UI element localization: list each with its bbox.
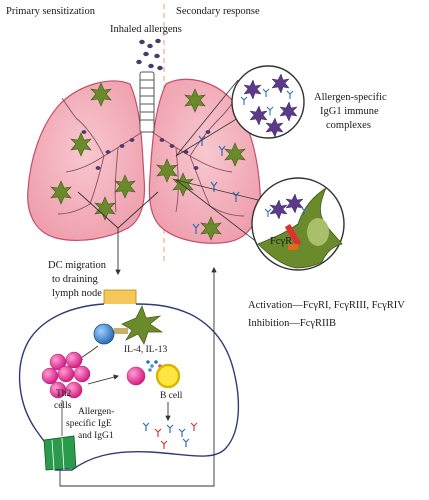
lung-dendritic-cells bbox=[50, 82, 246, 241]
ige-label-3: and IgG1 bbox=[78, 431, 114, 441]
fcr-nucleus bbox=[307, 218, 329, 246]
callout-lines bbox=[175, 79, 263, 247]
ige-label-2: specific IgE bbox=[66, 418, 112, 429]
inhibition-label: Inhibition—FcγRIIB bbox=[248, 318, 336, 329]
immune-complex-inset bbox=[231, 65, 305, 139]
b-cell bbox=[155, 363, 181, 389]
lung-igg1-antibodies bbox=[192, 135, 240, 234]
th2-label-1: Th2 bbox=[56, 389, 72, 399]
immune-complex-label-2: IgG1 immune bbox=[320, 106, 379, 117]
systemic-return-arrow bbox=[59, 266, 217, 487]
primary-sensitization-label: Primary sensitization bbox=[6, 6, 96, 17]
inhaled-allergens-label: Inhaled allergens bbox=[110, 24, 182, 35]
dc-migration-label-3: lymph node bbox=[52, 288, 102, 299]
lymph-node bbox=[18, 303, 240, 471]
fcr-bound-allergens bbox=[269, 193, 304, 220]
dc-migration-path bbox=[77, 191, 159, 276]
th2-label-2: cells bbox=[54, 401, 72, 411]
immune-complex-label-3: complexes bbox=[326, 120, 371, 131]
lymph-node-dendritic-cell bbox=[121, 305, 164, 345]
fcr-receptor bbox=[284, 223, 302, 247]
dc-migration-label-2: to draining bbox=[52, 274, 99, 285]
immune-complex-particles bbox=[243, 73, 298, 138]
fcgr-label: FcγR bbox=[270, 236, 292, 247]
ige-label-1: Allergen- bbox=[78, 407, 114, 417]
left-lung bbox=[27, 80, 146, 241]
efferent-lymph-vessel bbox=[43, 435, 77, 471]
secondary-response-label: Secondary response bbox=[176, 6, 260, 17]
immune-complex-label-1: Allergen-specific bbox=[314, 92, 387, 103]
th2-cell-cluster bbox=[41, 351, 91, 399]
il4-il13-label: IL-4, IL-13 bbox=[124, 345, 168, 355]
trachea bbox=[139, 71, 155, 133]
fcr-inset bbox=[251, 177, 345, 271]
airway-allergen-particles bbox=[81, 130, 211, 170]
inhaled-allergen-particles bbox=[136, 38, 163, 71]
b-cell-label: B cell bbox=[160, 391, 183, 401]
dc-tcell-contact bbox=[114, 328, 128, 334]
helper-th2-cell bbox=[126, 366, 146, 386]
fcr-dendritic-cell bbox=[257, 186, 343, 269]
th2-to-bcell-arrow bbox=[87, 374, 120, 385]
activation-label: Activation—FcγRI, FcγRIII, FcγRIV bbox=[248, 300, 405, 311]
fcr-receptor-base bbox=[288, 244, 298, 250]
secreted-antibodies bbox=[142, 422, 198, 449]
dc-migration-label-1: DC migration bbox=[48, 260, 107, 271]
bronchial-tree-left bbox=[57, 97, 143, 215]
naive-t-cell bbox=[93, 323, 115, 345]
